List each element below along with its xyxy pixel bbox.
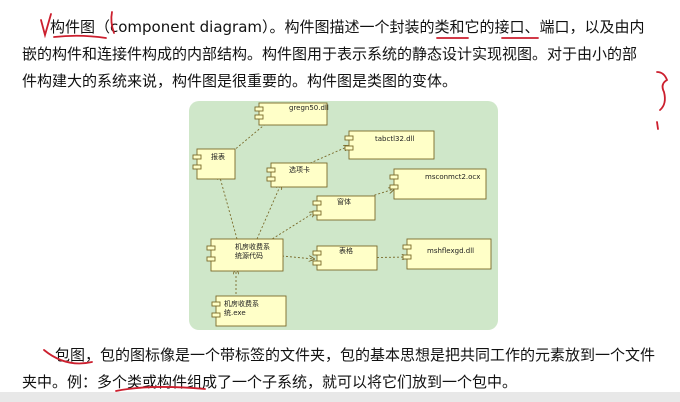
component-grid: 表格 xyxy=(312,245,378,271)
paragraph1-line2: 嵌的构件和连接件构成的内部结构。构件图用于表示系统的静态设计实现视图。对于由小的… xyxy=(22,45,638,63)
margin-mark-2 xyxy=(656,121,659,130)
label-tabctl: tabctl32.dll xyxy=(375,135,415,143)
label-tab: 选项卡 xyxy=(289,165,310,174)
component-msconmct: msconmct2.ocx xyxy=(389,168,487,200)
arrow-source-grid xyxy=(281,256,314,259)
label-form: 窗体 xyxy=(337,197,351,206)
label-exe-1: 机房收费系 xyxy=(224,299,259,308)
component-report: 报表 xyxy=(192,148,236,180)
component-tabctl: tabctl32.dll xyxy=(344,130,435,160)
arrow-source-form xyxy=(268,212,315,242)
paragraph2-line2: 夹中。例：多个类或构件组成了一个子系统，就可以将它们放到一个包中。 xyxy=(22,373,518,391)
label-gregn: gregn50.dll xyxy=(289,104,329,112)
component-gregn: gregn50.dll xyxy=(254,102,329,126)
label-exe-2: 统.exe xyxy=(224,308,246,317)
component-mshflex: mshflexgd.dll xyxy=(402,238,492,270)
label-source-2: 统源代码 xyxy=(235,251,263,260)
component-form: 窗体 xyxy=(312,195,376,221)
component-diagram: gregn50.dll 报表 tabctl32.dll 选 xyxy=(189,101,498,330)
arrow-source-report xyxy=(219,174,238,240)
label-report: 报表 xyxy=(211,152,225,161)
label-mshflex: mshflexgd.dll xyxy=(427,247,474,255)
paragraph2-line1: 包图，包的图标像是一个带标签的文件夹，包的基本思想是把共同工作的元素放到一个文件 xyxy=(55,346,656,364)
component-tab: 选项卡 xyxy=(266,162,328,188)
paragraph1-line3: 件构建大的系统来说，构件图是很重要的。构件图是类图的变体。 xyxy=(22,72,458,90)
label-msconmct: msconmct2.ocx xyxy=(425,173,480,181)
component-diagram-svg: gregn50.dll 报表 tabctl32.dll 选 xyxy=(192,102,492,327)
bottom-strip xyxy=(0,392,680,402)
label-source-1: 机房收费系 xyxy=(235,242,270,251)
label-grid: 表格 xyxy=(339,246,353,255)
component-source: 机房收费系 统源代码 xyxy=(206,238,284,272)
margin-mark-1 xyxy=(656,71,669,111)
component-exe: 机房收费系 统.exe xyxy=(211,295,287,327)
paragraph1-line1: 构件图（component diagram）。构件图描述一个封装的类和它的接口、… xyxy=(50,18,645,36)
arrow-source-tab xyxy=(256,184,281,240)
